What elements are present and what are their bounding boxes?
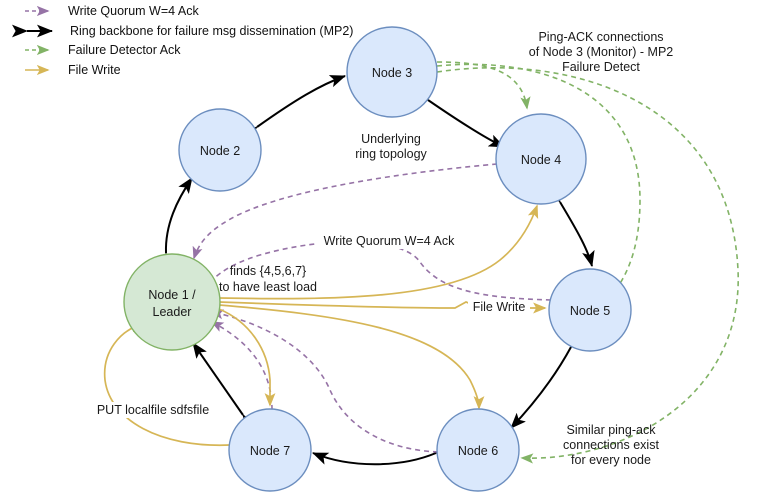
legend-row-file-write: File Write	[25, 63, 121, 77]
failure-detector-edges	[436, 61, 739, 464]
annotation-put-command: PUT localfile sdfsfile	[86, 402, 220, 418]
edge-purple-node7-to-node1	[210, 321, 273, 411]
node-node7-circle[interactable]	[228, 408, 312, 492]
node-node6[interactable]: Node 6	[436, 408, 520, 492]
least-load-note-line-1: finds {4,5,6,7}	[230, 264, 306, 278]
edge-gold-node1-to-node4	[218, 204, 539, 300]
annotation-write-quorum-edge-label: Write Quorum W=4 Ack	[318, 233, 460, 249]
node-node1-label-line2: Leader	[153, 305, 192, 319]
node-node3-circle[interactable]	[346, 26, 438, 118]
node-node1-label-line1: Node 1 /	[148, 288, 196, 302]
edge-green-node3-to-node4	[436, 61, 531, 110]
annotation-similar-ping-note: Similar ping-ack connections exist for e…	[563, 423, 659, 467]
edge-node7-node1	[192, 342, 257, 431]
annotation-ring-topology-note: Underlying ring topology	[355, 132, 427, 161]
ping-ack-note-line-1: Ping-ACK connections	[538, 30, 663, 44]
node-node3[interactable]: Node 3	[346, 26, 438, 118]
edge-gold-node1-to-node7	[218, 308, 276, 407]
file-write-edge-label-text: File Write	[473, 300, 526, 314]
similar-ping-note-line-1: Similar ping-ack	[567, 423, 657, 437]
legend-row-write-quorum: Write Quorum W=4 Ack	[25, 4, 199, 18]
ping-ack-note-line-2: of Node 3 (Monitor) - MP2	[529, 45, 674, 59]
write-quorum-edge-label-text: Write Quorum W=4 Ack	[324, 234, 455, 248]
nodes: Node 1 / Leader Node 2 Node 3 Node 4 Nod…	[123, 26, 632, 492]
file-write-edges	[103, 204, 547, 447]
legend-row-ring-backbone: Ring backbone for failure msg disseminat…	[12, 24, 353, 38]
edge-node4-node5	[546, 185, 595, 267]
annotation-file-write-edge-label: File Write	[468, 300, 530, 315]
edge-gold-node7-to-node1-put	[103, 321, 231, 447]
node-node4-circle[interactable]	[495, 113, 587, 205]
edge-node5-node6	[510, 330, 584, 429]
legend-label-ring-backbone: Ring backbone for failure msg disseminat…	[70, 24, 353, 38]
annotations: Ping-ACK connections of Node 3 (Monitor)…	[86, 30, 673, 467]
node-node1-circle[interactable]	[123, 253, 221, 351]
edge-node2-node3	[241, 75, 346, 141]
legend-row-failure-detector: Failure Detector Ack	[25, 43, 181, 57]
node-node6-circle[interactable]	[436, 408, 520, 492]
edge-gold-node1-to-node5	[218, 301, 547, 314]
edge-node3-node4	[412, 86, 505, 148]
node-node7-label: Node 7	[250, 444, 290, 458]
node-node2-label: Node 2	[200, 144, 240, 158]
annotation-ping-ack-note: Ping-ACK connections of Node 3 (Monitor)…	[529, 30, 674, 74]
legend-label-file-write: File Write	[68, 63, 121, 77]
least-load-note-line-2: to have least load	[219, 280, 317, 294]
ping-ack-note-line-3: Failure Detect	[562, 60, 640, 74]
annotation-least-load-note: finds {4,5,6,7} to have least load	[219, 264, 317, 294]
node-node5-label: Node 5	[570, 304, 610, 318]
node-node3-label: Node 3	[372, 66, 412, 80]
ring-topology-note-line-1: Underlying	[361, 132, 421, 146]
node-node5[interactable]: Node 5	[548, 268, 632, 352]
node-node5-circle[interactable]	[548, 268, 632, 352]
node-node7[interactable]: Node 7	[228, 408, 312, 492]
node-node6-label: Node 6	[458, 444, 498, 458]
edge-node6-node7	[312, 441, 453, 466]
put-command-text: PUT localfile sdfsfile	[97, 403, 209, 417]
edge-node1-node2	[160, 177, 193, 269]
node-node4-label: Node 4	[521, 153, 561, 167]
similar-ping-note-line-2: connections exist	[563, 438, 659, 452]
similar-ping-note-line-3: for every node	[571, 453, 651, 467]
edge-gold-node1-to-node6	[218, 304, 485, 410]
legend-label-failure-detector: Failure Detector Ack	[68, 43, 181, 57]
edge-purple-node4-to-node1	[192, 163, 498, 260]
node-node2[interactable]: Node 2	[178, 108, 262, 192]
edge-green-node3-to-node6	[436, 66, 739, 464]
ring-topology-note-line-2: ring topology	[355, 147, 427, 161]
node-node4[interactable]: Node 4	[495, 113, 587, 205]
put-command-backdrop	[86, 402, 220, 418]
legend-label-write-quorum: Write Quorum W=4 Ack	[68, 4, 199, 18]
edge-green-node3-to-node5	[436, 63, 641, 306]
file-write-edge-label-backdrop	[468, 300, 530, 315]
node-node1[interactable]: Node 1 / Leader	[123, 253, 221, 351]
node-node2-circle[interactable]	[178, 108, 262, 192]
write-quorum-edge-label-backdrop	[318, 233, 460, 249]
legend: Write Quorum W=4 Ack Ring backbone for f…	[12, 4, 353, 77]
